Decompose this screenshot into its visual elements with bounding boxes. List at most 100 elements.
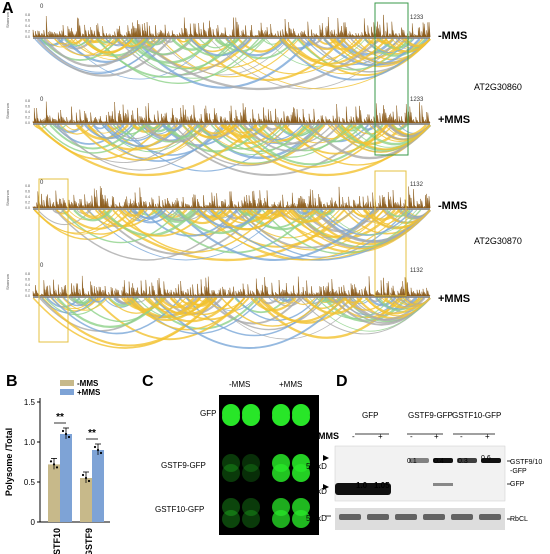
pairing-arc	[384, 297, 421, 309]
col-label-minus-mms: -MMS	[229, 380, 251, 389]
pairing-arc	[35, 209, 125, 235]
marker-arrow	[323, 455, 329, 461]
pairing-arc	[97, 38, 112, 44]
mms-label: MMS	[318, 431, 339, 441]
marker-55kd: 55 kD	[306, 462, 327, 471]
y-tick-label: 0	[31, 518, 36, 527]
y-tick: 0.4	[25, 283, 30, 287]
pairing-arc	[83, 124, 133, 139]
colony-spot	[222, 498, 240, 516]
pairing-arc	[177, 38, 189, 43]
pairing-arc	[109, 124, 161, 139]
colony-spot	[242, 510, 260, 528]
pairing-arc	[402, 297, 431, 307]
condition-label: +MMS	[438, 293, 471, 305]
pairing-arc	[54, 297, 94, 310]
gene-label-at2g30860: AT2G30860	[474, 82, 522, 92]
pairing-arc	[105, 38, 132, 47]
pairing-arc	[159, 297, 195, 309]
rbcl-band	[339, 514, 361, 520]
legend-swatch	[60, 380, 74, 386]
pairing-arc	[130, 38, 240, 70]
fusion-band	[433, 458, 453, 463]
pairing-arc	[52, 209, 65, 214]
pairing-arc	[43, 38, 144, 68]
pairing-arc	[160, 209, 199, 222]
legend-label: +MMS	[77, 388, 101, 397]
condition-label: -MMS	[438, 30, 468, 42]
colony-spot	[222, 464, 240, 482]
pairing-arc	[137, 38, 382, 91]
pairing-arc	[263, 124, 333, 145]
track-plot: 0.80.60.40.20.0	[25, 272, 431, 349]
y-tick: 0.2	[25, 201, 30, 205]
pairing-arc	[281, 297, 302, 304]
panel-label-b: B	[6, 373, 18, 390]
pairing-arc	[320, 209, 414, 236]
pairing-arc	[182, 124, 323, 164]
band-value: 0.6	[481, 455, 491, 462]
y-tick: 0.8	[25, 13, 30, 17]
pairing-arc	[390, 297, 425, 308]
track-start: 0	[40, 180, 44, 186]
pairing-arc	[41, 124, 145, 154]
pairing-arc	[112, 209, 208, 237]
pairing-arc	[220, 297, 325, 327]
pairing-arc	[64, 38, 90, 47]
pairing-arc	[192, 38, 214, 46]
bar	[92, 450, 104, 522]
pairing-arc	[46, 38, 77, 48]
pairing-arc	[291, 297, 316, 306]
group-label-gstf10-gfp: GSTF10-GFP	[452, 411, 502, 420]
pairing-arc	[143, 297, 187, 310]
y-tick: 0.4	[25, 110, 30, 114]
pairing-arc	[280, 38, 407, 74]
y-tick: 0.2	[25, 30, 30, 34]
pairing-arc	[73, 209, 113, 222]
pairing-arc	[163, 124, 375, 176]
track-end: 1132	[410, 268, 423, 274]
gfp-band	[335, 483, 391, 495]
rbcl-membrane	[335, 508, 505, 530]
y-tick: 0.6	[25, 190, 30, 194]
colony-spot	[242, 454, 260, 472]
fusion-band	[481, 458, 501, 463]
data-point	[99, 451, 103, 455]
pairing-arc	[351, 209, 380, 218]
group-label-gstf9-gfp: GSTF9-GFP	[408, 411, 453, 420]
pairing-arc	[325, 209, 418, 236]
colony-spot	[292, 408, 310, 426]
mms-sign: +	[378, 432, 383, 441]
marker-arrow	[323, 484, 329, 490]
pairing-arc	[197, 297, 211, 303]
y-tick-label: 0.5	[24, 478, 36, 487]
data-point	[49, 460, 53, 463]
western-blot	[323, 433, 511, 530]
pairing-arc	[386, 209, 411, 218]
category-label: GSTF9	[84, 528, 94, 554]
pairing-arc	[313, 209, 331, 216]
pairing-arc	[316, 209, 336, 216]
gfp-band-faint	[433, 483, 453, 486]
pairing-arc	[117, 38, 146, 48]
data-point	[81, 473, 85, 477]
pairing-arc	[57, 124, 222, 171]
colony-spot	[222, 408, 240, 426]
significance-label: **	[88, 428, 96, 439]
data-point	[93, 445, 97, 449]
pairing-arc	[147, 297, 235, 323]
mms-sign: -	[410, 432, 413, 441]
pairing-arc	[197, 209, 262, 229]
pairing-arc	[341, 38, 431, 64]
pairing-arc	[162, 124, 183, 132]
pairing-arc	[323, 38, 421, 67]
pairing-arc	[41, 297, 217, 347]
pairing-arc	[235, 297, 318, 321]
band-value: 0.1	[407, 458, 417, 465]
y-tick: 0.0	[25, 35, 30, 39]
y-tick: 0.8	[25, 272, 30, 276]
colony-spot	[242, 498, 260, 516]
track-plot: 0.80.60.40.20.0	[25, 99, 431, 176]
band-value: 0.3	[458, 458, 468, 465]
